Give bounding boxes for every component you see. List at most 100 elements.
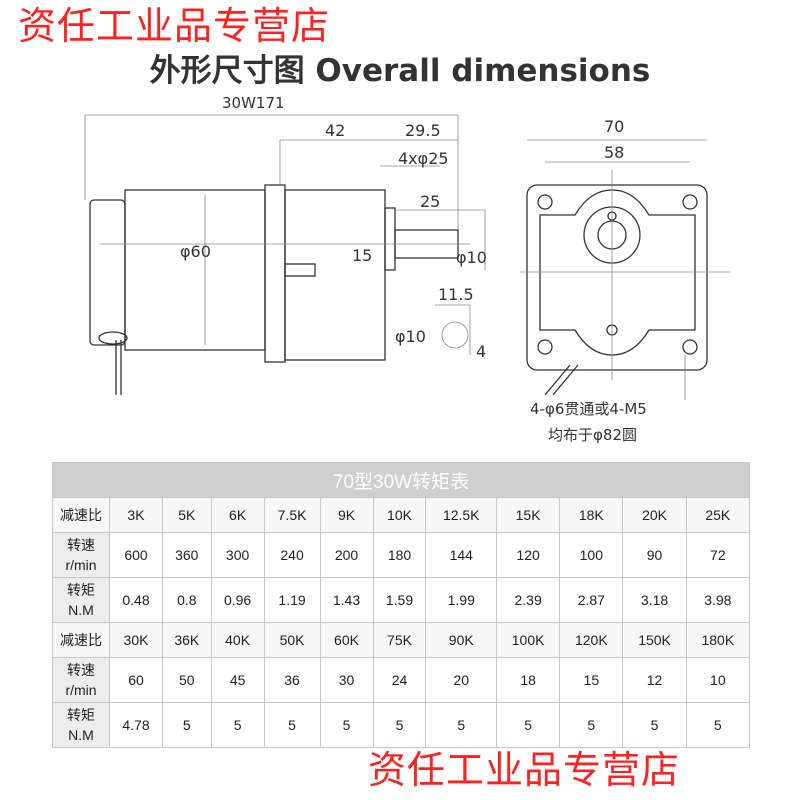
table-cell: 30K <box>109 622 163 658</box>
table-cell: 36K <box>161 622 212 658</box>
table-cell: 5 <box>263 702 321 748</box>
table-cell: 2.39 <box>495 577 561 623</box>
row-label: 减速比 <box>60 632 102 648</box>
dim-15: 15 <box>352 246 372 265</box>
pcd-spec: 均布于φ82圆 <box>548 426 637 444</box>
dim-29-5: 29.5 <box>405 121 441 140</box>
table-cell: 40K <box>210 622 265 658</box>
table-cell: 180 <box>372 532 427 578</box>
dim-shaft-dia: φ10 <box>456 248 487 267</box>
row-label: r/min <box>65 682 97 698</box>
dim-bore: 4xφ25 <box>398 149 449 168</box>
dim-70: 70 <box>604 117 624 136</box>
table-cell: 5 <box>319 702 374 748</box>
table-cell: 5 <box>161 702 212 748</box>
table-cell: 3.18 <box>622 577 687 623</box>
row-label: 减速比 <box>60 507 102 523</box>
row-label: 转矩 <box>67 707 95 723</box>
table-cell: 5 <box>685 702 751 748</box>
table-cell: 1.59 <box>372 577 427 623</box>
table-cell: 60 <box>109 657 163 703</box>
table-cell: 5 <box>622 702 687 748</box>
dim-42: 42 <box>325 121 345 140</box>
table-cell: 15K <box>495 497 561 533</box>
table-cell: 7.5K <box>263 497 321 533</box>
table-cell: 200 <box>319 532 374 578</box>
table-cell: 3K <box>109 497 163 533</box>
row-label: 转速 <box>67 537 95 553</box>
front-view: 70 58 4-φ6贯通或4-M5 均布于φ82圆 <box>520 117 730 444</box>
dim-body-dia: φ60 <box>180 242 211 261</box>
table-cell: 3.98 <box>685 577 751 623</box>
hole-spec: 4-φ6贯通或4-M5 <box>530 400 647 418</box>
table-cell: 90K <box>425 622 497 658</box>
table-cell: 24 <box>372 657 427 703</box>
dim-11-5: 11.5 <box>438 285 474 304</box>
dimension-drawing: 30W171 42 29.5 4xφ25 25 φ60 15 φ10 11.5 … <box>84 94 730 444</box>
dim-shaft-dia-2: φ10 <box>395 327 426 346</box>
table-title: 70型30W转矩表 <box>52 462 750 498</box>
table-cell: 0.48 <box>109 577 163 623</box>
row-header: 转矩 N.M <box>52 577 110 623</box>
table-cell: 2.87 <box>559 577 624 623</box>
table-cell: 25K <box>685 497 751 533</box>
table-cell: 6K <box>210 497 265 533</box>
table-cell: 100K <box>495 622 561 658</box>
table-cell: 100 <box>559 532 624 578</box>
table-cell: 5 <box>495 702 561 748</box>
table-cell: 180K <box>685 622 751 658</box>
table-cell: 360 <box>161 532 212 578</box>
table-cell: 5 <box>559 702 624 748</box>
row-label: 转矩 <box>67 582 95 598</box>
table-cell: 120K <box>559 622 624 658</box>
table-cell: 50K <box>263 622 321 658</box>
table-cell: 150K <box>622 622 687 658</box>
table-cell: 144 <box>425 532 497 578</box>
side-view: 30W171 42 29.5 4xφ25 25 φ60 15 φ10 11.5 … <box>84 94 487 395</box>
table-cell: 4.78 <box>109 702 163 748</box>
table-cell: 120 <box>495 532 561 578</box>
table-cell: 600 <box>109 532 163 578</box>
table-cell: 9K <box>319 497 374 533</box>
table-cell: 240 <box>263 532 321 578</box>
dim-58: 58 <box>604 143 624 162</box>
row-header: 减速比 <box>52 622 110 658</box>
dim-key: 4 <box>476 342 486 361</box>
table-cell: 60K <box>319 622 374 658</box>
dim-total: 30W171 <box>222 94 285 112</box>
table-cell: 75K <box>372 622 427 658</box>
table-cell: 1.99 <box>425 577 497 623</box>
row-header: 减速比 <box>52 497 110 533</box>
table-cell: 12 <box>622 657 687 703</box>
watermark-bottom: 资任工业品专营店 <box>368 748 681 792</box>
table-cell: 10 <box>685 657 751 703</box>
watermark-top: 资任工业品专营店 <box>18 4 331 48</box>
table-cell: 1.19 <box>263 577 321 623</box>
table-cell: 5 <box>425 702 497 748</box>
table-cell: 20K <box>622 497 687 533</box>
table-cell: 0.96 <box>210 577 265 623</box>
table-cell: 5K <box>161 497 212 533</box>
table-cell: 10K <box>372 497 427 533</box>
table-cell: 1.43 <box>319 577 374 623</box>
table-cell: 72 <box>685 532 751 578</box>
table-cell: 12.5K <box>425 497 497 533</box>
table-cell: 36 <box>263 657 321 703</box>
table-cell: 5 <box>372 702 427 748</box>
table-cell: 30 <box>319 657 374 703</box>
row-label: 转速 <box>67 662 95 678</box>
table-cell: 300 <box>210 532 265 578</box>
table-cell: 18K <box>559 497 624 533</box>
row-label: N.M <box>68 602 94 618</box>
table-cell: 0.8 <box>161 577 212 623</box>
